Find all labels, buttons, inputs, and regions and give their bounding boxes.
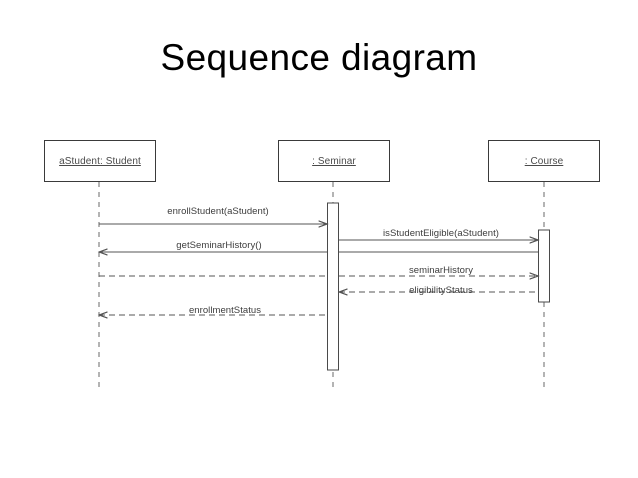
arrowheads-overlay: [97, 220, 540, 319]
message-label-eligibilitystatus: eligibilityStatus: [409, 285, 473, 296]
lifelines: [98, 182, 545, 388]
arrowhead-enrollstudent: [318, 220, 329, 228]
message-label-enrollstudent: enrollStudent(aStudent): [167, 206, 269, 217]
arrowhead-seminarhistory: [529, 272, 540, 280]
participant-label-course: : Course: [524, 155, 564, 167]
participant-label-student: aStudent: Student: [59, 155, 141, 167]
message-label-getseminarhistory: getSeminarHistory(): [176, 240, 262, 251]
messages: [99, 224, 544, 315]
arrowhead-getseminarhistory: [97, 248, 108, 256]
message-label-isstudenteligible: isStudentEligible(aStudent): [383, 228, 499, 239]
participant-box-seminar[interactable]: : Seminar: [278, 140, 390, 182]
message-label-seminarhistory: seminarHistory: [408, 265, 474, 276]
arrowhead-enrollmentstatus: [97, 311, 108, 319]
arrowhead-isstudenteligible: [529, 236, 540, 244]
message-label-enrollmentstatus: enrollmentStatus: [188, 305, 262, 316]
participant-label-seminar: : Seminar: [312, 155, 356, 167]
arrowhead-eligibilitystatus: [337, 288, 348, 296]
participant-box-course[interactable]: : Course: [488, 140, 600, 182]
participant-box-student[interactable]: aStudent: Student: [44, 140, 156, 182]
activation-bar-course: [538, 229, 550, 303]
activation-bar-seminar: [327, 202, 339, 371]
page-title: Sequence diagram: [160, 37, 478, 78]
activation-bars: [327, 202, 550, 371]
